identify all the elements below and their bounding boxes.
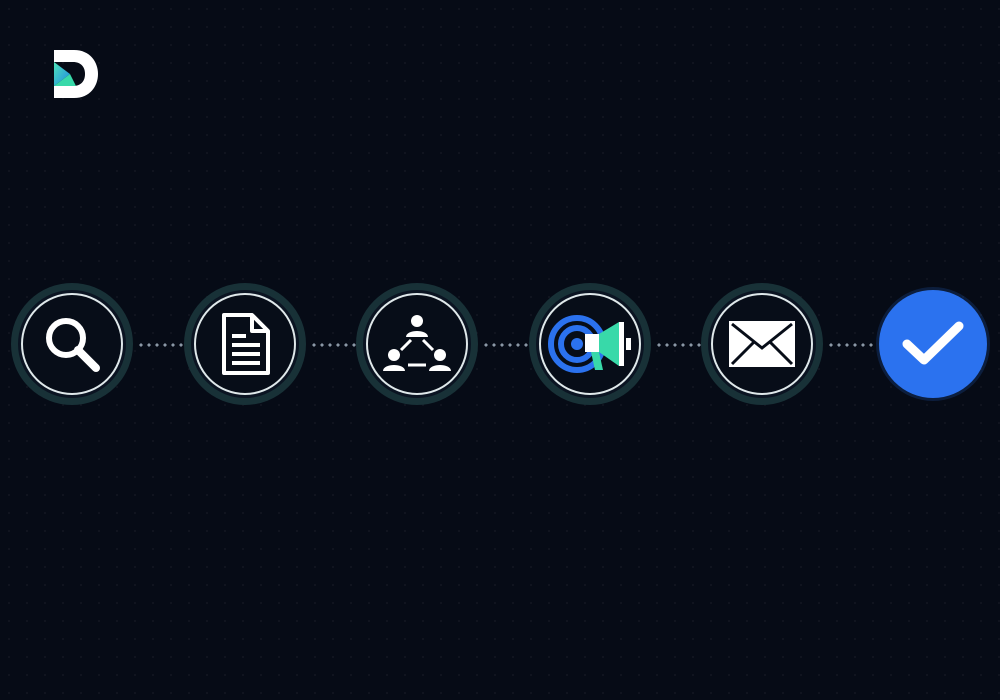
- connector-dots: [827, 343, 873, 347]
- step-email: [701, 283, 823, 405]
- target-megaphone-icon: [548, 315, 631, 373]
- envelope-icon: [729, 321, 795, 367]
- step-network: [356, 283, 478, 405]
- search-icon: [46, 318, 100, 372]
- d-letter-logo-icon: [54, 50, 98, 98]
- step-search: [11, 283, 133, 405]
- step-marketing: [529, 283, 651, 405]
- step-complete: [879, 290, 987, 398]
- document-icon: [222, 313, 270, 375]
- network-people-icon: [383, 315, 451, 371]
- checkmark-icon: [902, 321, 964, 365]
- megaphone-icon: [585, 322, 631, 370]
- connector-dots: [655, 343, 701, 347]
- step-document: [184, 283, 306, 405]
- connector-dots: [482, 343, 528, 347]
- connector-dots: [137, 343, 183, 347]
- connector-dots: [310, 343, 356, 347]
